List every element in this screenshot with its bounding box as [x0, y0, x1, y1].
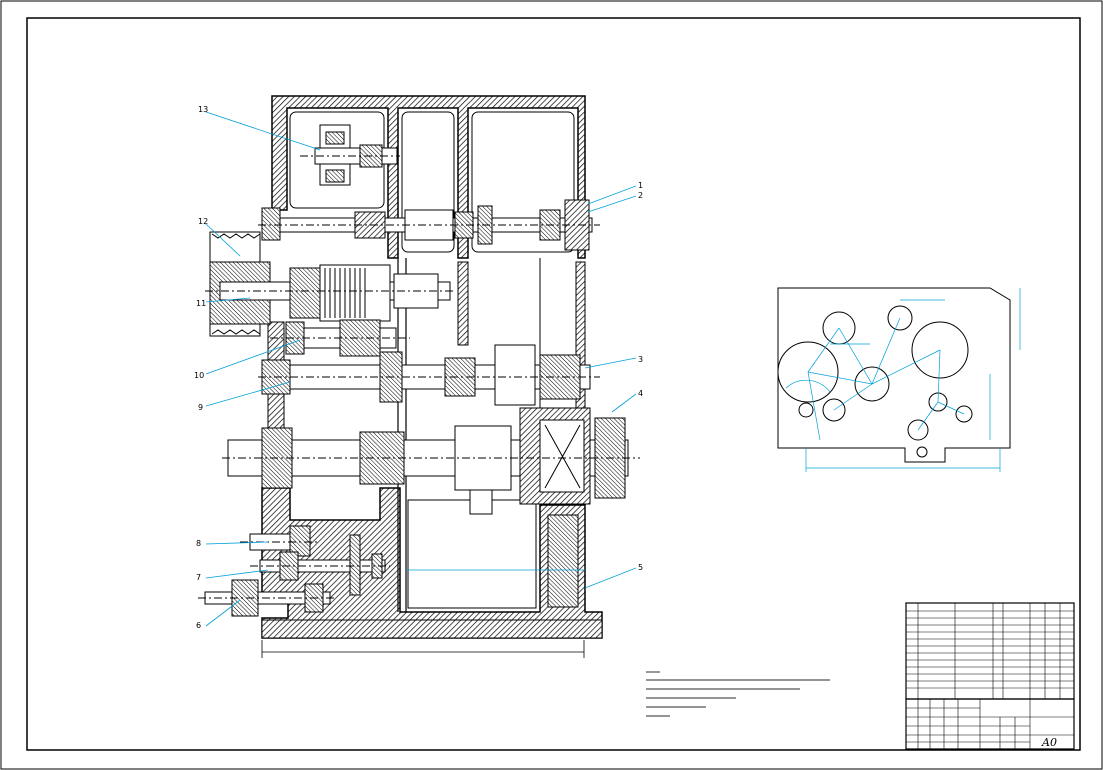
callout-1: 1 [638, 181, 643, 190]
main-spindle [222, 407, 640, 515]
part-callouts: 13 12 11 10 9 8 7 6 1 2 3 4 5 [194, 105, 643, 630]
lower-shaft-1 [240, 525, 320, 557]
callout-5: 5 [638, 563, 643, 572]
shaft-3 [270, 319, 410, 357]
side-view-outline [777, 287, 1011, 463]
shaft-2-clutch [205, 261, 455, 325]
lower-shaft-2 [250, 534, 390, 596]
housing-lower-right-cavity [547, 514, 579, 608]
callout-9: 9 [198, 403, 203, 412]
technical-notes [646, 671, 830, 717]
housing-outer-wall [271, 95, 586, 259]
callout-6: 6 [196, 621, 201, 630]
sheet-format-label: A0 [1041, 736, 1057, 749]
callout-3: 3 [638, 355, 643, 364]
housing-lower-cavity [407, 499, 537, 609]
side-view-shaft-layout [777, 287, 1021, 472]
callout-13: 13 [198, 105, 208, 114]
housing-lower-body [261, 487, 603, 639]
callout-2: 2 [638, 191, 643, 200]
callout-12: 12 [198, 217, 208, 226]
housing-center-rib [457, 261, 469, 346]
housing-base-flange [261, 619, 603, 639]
callout-8: 8 [196, 539, 201, 548]
shaft-4 [258, 344, 600, 406]
callout-11: 11 [196, 299, 206, 308]
lower-shaft-3 [198, 579, 335, 617]
callout-4: 4 [638, 389, 643, 398]
callout-10: 10 [194, 371, 204, 380]
parts-list-and-title-block: A0 [905, 602, 1075, 750]
shafts [198, 124, 640, 658]
callout-7: 7 [196, 573, 201, 582]
inner-frame [26, 17, 1081, 751]
shaft-1 [258, 199, 600, 251]
gearbox-section-view [261, 95, 603, 639]
top-clutch-unit [300, 124, 400, 186]
